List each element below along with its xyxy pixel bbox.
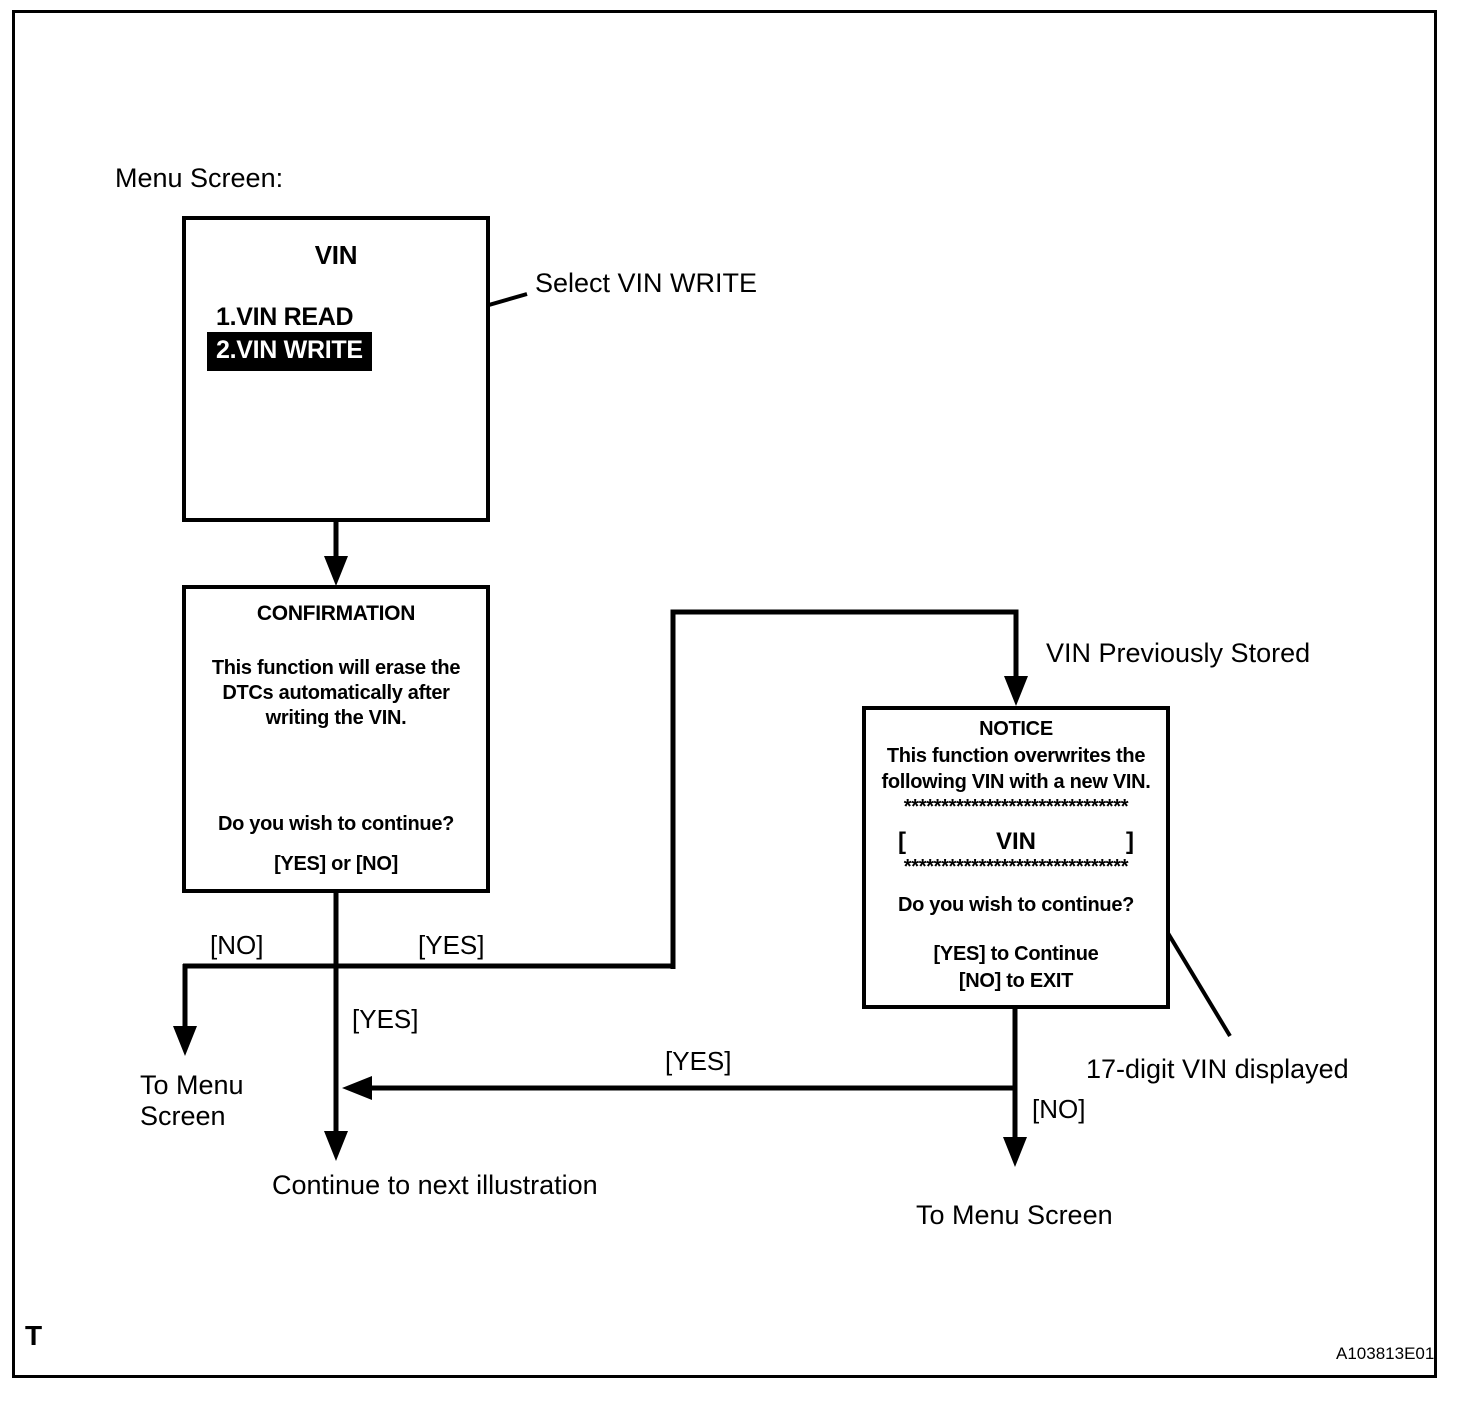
notice-vin-field: [ VIN ]	[898, 828, 1134, 856]
confirmation-options: [YES] or [NO]	[274, 853, 398, 875]
edge-confirmation-down-arrowhead	[324, 1131, 348, 1161]
edge-vin-to-confirmation-arrowhead	[324, 556, 348, 586]
confirmation-title: CONFIRMATION	[256, 602, 416, 625]
vin-previously-stored-callout: VIN Previously Stored	[1046, 638, 1311, 668]
vin-menu-screen: VIN 1.VIN READ 2.VIN WRITE	[182, 216, 490, 522]
notice-title: NOTICE	[979, 718, 1053, 740]
edge-label-yes-return: [YES]	[665, 1046, 732, 1076]
notice-body-line2: following VIN with a new VIN.	[881, 771, 1151, 793]
menu-screen-label: Menu Screen:	[115, 163, 284, 193]
to-menu-screen-left: To Menu Screen	[140, 1070, 244, 1132]
notice-stars-top: ******************************	[903, 796, 1129, 818]
edge-yes-return-arrowhead	[342, 1076, 372, 1100]
figure-code: A103813E01	[1336, 1344, 1435, 1363]
vin-menu-title: VIN	[314, 240, 358, 270]
edge-label-no-exit: [NO]	[1032, 1094, 1086, 1124]
seventeen-digit-vin-callout: 17-digit VIN displayed	[1086, 1054, 1349, 1084]
vin-bracket-right: ]	[1125, 828, 1134, 855]
edge-label-no-to-menu: [NO]	[210, 930, 264, 960]
notice-question: Do you wish to continue?	[897, 894, 1135, 916]
menu-item-vin-write-selected: 2.VIN WRITE	[207, 332, 372, 371]
confirmation-body-line3: writing the VIN.	[265, 707, 407, 729]
confirmation-question: Do you wish to continue?	[217, 813, 455, 835]
edge-no-branch-arrowhead	[173, 1026, 197, 1056]
to-menu-screen-left-line2: Screen	[140, 1101, 226, 1132]
confirmation-body-line2: DTCs automatically after	[222, 682, 450, 704]
edge-notice-down-arrowhead	[1003, 1137, 1027, 1167]
notice-body-line1: This function overwrites the	[886, 745, 1146, 767]
notice-yes-option: [YES] to Continue	[933, 943, 1099, 965]
select-vin-write-callout: Select VIN WRITE	[535, 268, 758, 298]
edge-yes-riser-arrowhead	[1004, 676, 1028, 706]
confirmation-body-line1: This function will erase the	[211, 657, 461, 679]
vin-bracket-left: [	[898, 828, 906, 855]
figure-border	[12, 10, 1437, 1378]
vin-field-label: VIN	[995, 828, 1036, 855]
notice-no-option: [NO] to EXIT	[958, 970, 1074, 992]
confirmation-screen: CONFIRMATION This function will erase th…	[182, 585, 490, 893]
edge-label-yes-to-notice: [YES]	[418, 930, 485, 960]
menu-item-vin-read: 1.VIN READ	[216, 303, 354, 331]
footer-letter: T	[25, 1320, 43, 1351]
notice-screen: NOTICE This function overwrites the foll…	[862, 706, 1170, 1009]
edge-yes-riser-line	[670, 609, 1019, 969]
to-menu-screen-right: To Menu Screen	[916, 1200, 1113, 1230]
continue-next-illustration-label: Continue to next illustration	[272, 1170, 598, 1200]
edge-label-yes-continue: [YES]	[352, 1004, 419, 1034]
to-menu-screen-left-line1: To Menu	[140, 1070, 244, 1100]
notice-stars-bottom: ******************************	[903, 856, 1129, 878]
